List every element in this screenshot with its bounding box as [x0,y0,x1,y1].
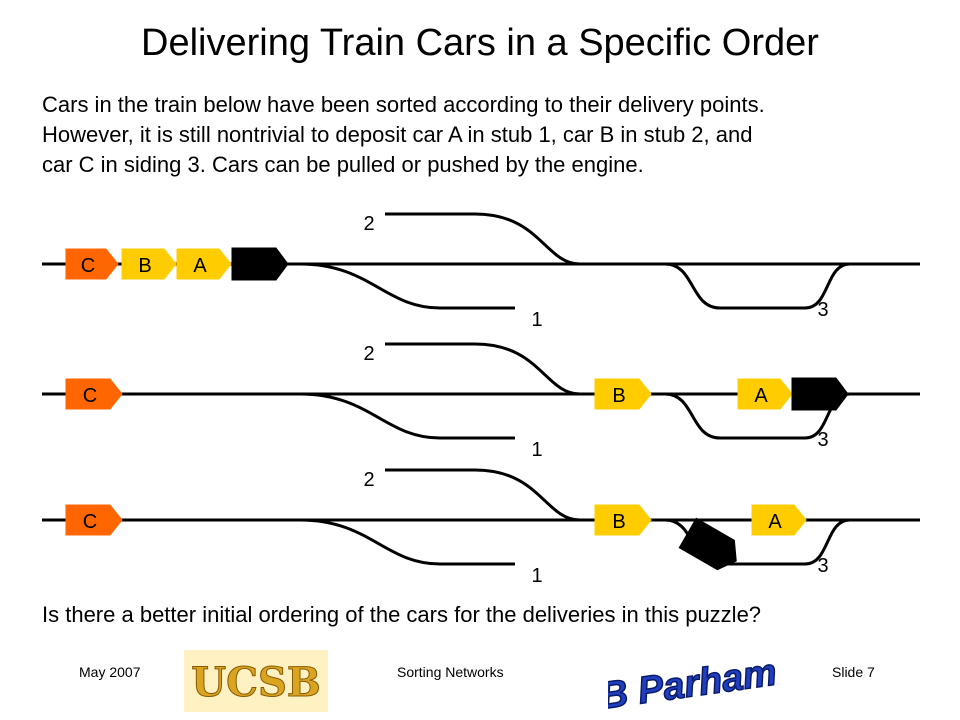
intro-line-1: Cars in the train below have been sorted… [42,92,765,117]
train-car-a: A [751,504,807,536]
car-label: C [83,511,97,533]
footer-course: Sorting Networks [397,664,504,680]
car-label: C [83,385,97,407]
ucsb-logo: UCSB [184,650,328,712]
footer-slide-number: Slide 7 [832,664,875,680]
parhami-logo: B Parhami [608,649,778,712]
intro-text: Cars in the train below have been sorted… [42,90,922,180]
intro-line-3: car C in siding 3. Cars can be pulled or… [42,152,644,177]
siding-3-label: 3 [817,429,828,451]
ucsb-logo-text: UCSB [191,659,320,706]
stub-2-track [385,468,581,522]
stub-1-label: 1 [531,439,542,461]
train-car-c: C [65,504,123,536]
car-label: A [768,511,782,533]
engine [791,377,849,411]
stub-2-track [385,212,581,266]
car-label: A [193,255,207,277]
puzzle-question: Is there a better initial ordering of th… [42,602,762,627]
train-car-c: C [65,248,119,280]
stub-2-label: 2 [363,213,374,235]
engine [678,517,737,571]
footer-date: May 2007 [79,664,141,680]
stub-2-track [385,342,581,396]
train-car-b: B [594,504,652,536]
siding-3-track [664,262,851,310]
slide-title: Delivering Train Cars in a Specific Orde… [141,22,819,64]
stub-1-label: 1 [531,565,542,587]
scene-3: 2 1 3 C B A [42,468,920,587]
stub-1-track [299,262,515,310]
siding-3-label: 3 [817,555,828,577]
stub-1-label: 1 [531,309,542,331]
car-label: C [81,255,95,277]
engine [231,247,289,281]
scene-1: 2 1 3 C B A [42,212,920,331]
stub-2-label: 2 [363,469,374,491]
intro-line-2: However, it is still nontrivial to depos… [42,122,753,147]
train-car-a: A [176,248,232,280]
stub-2-label: 2 [363,343,374,365]
scene-2: 2 1 3 C B A [42,342,920,461]
stub-1-track [299,392,515,440]
car-label: B [138,255,151,277]
train-car-a: A [737,378,793,410]
car-label: B [612,511,625,533]
train-car-c: C [65,378,123,410]
train-car-b: B [594,378,652,410]
train-car-b: B [121,248,177,280]
parhami-logo-text: B Parhami [608,650,778,712]
car-label: B [612,385,625,407]
stub-1-track [299,518,515,566]
car-label: A [754,385,768,407]
siding-3-label: 3 [817,299,828,321]
